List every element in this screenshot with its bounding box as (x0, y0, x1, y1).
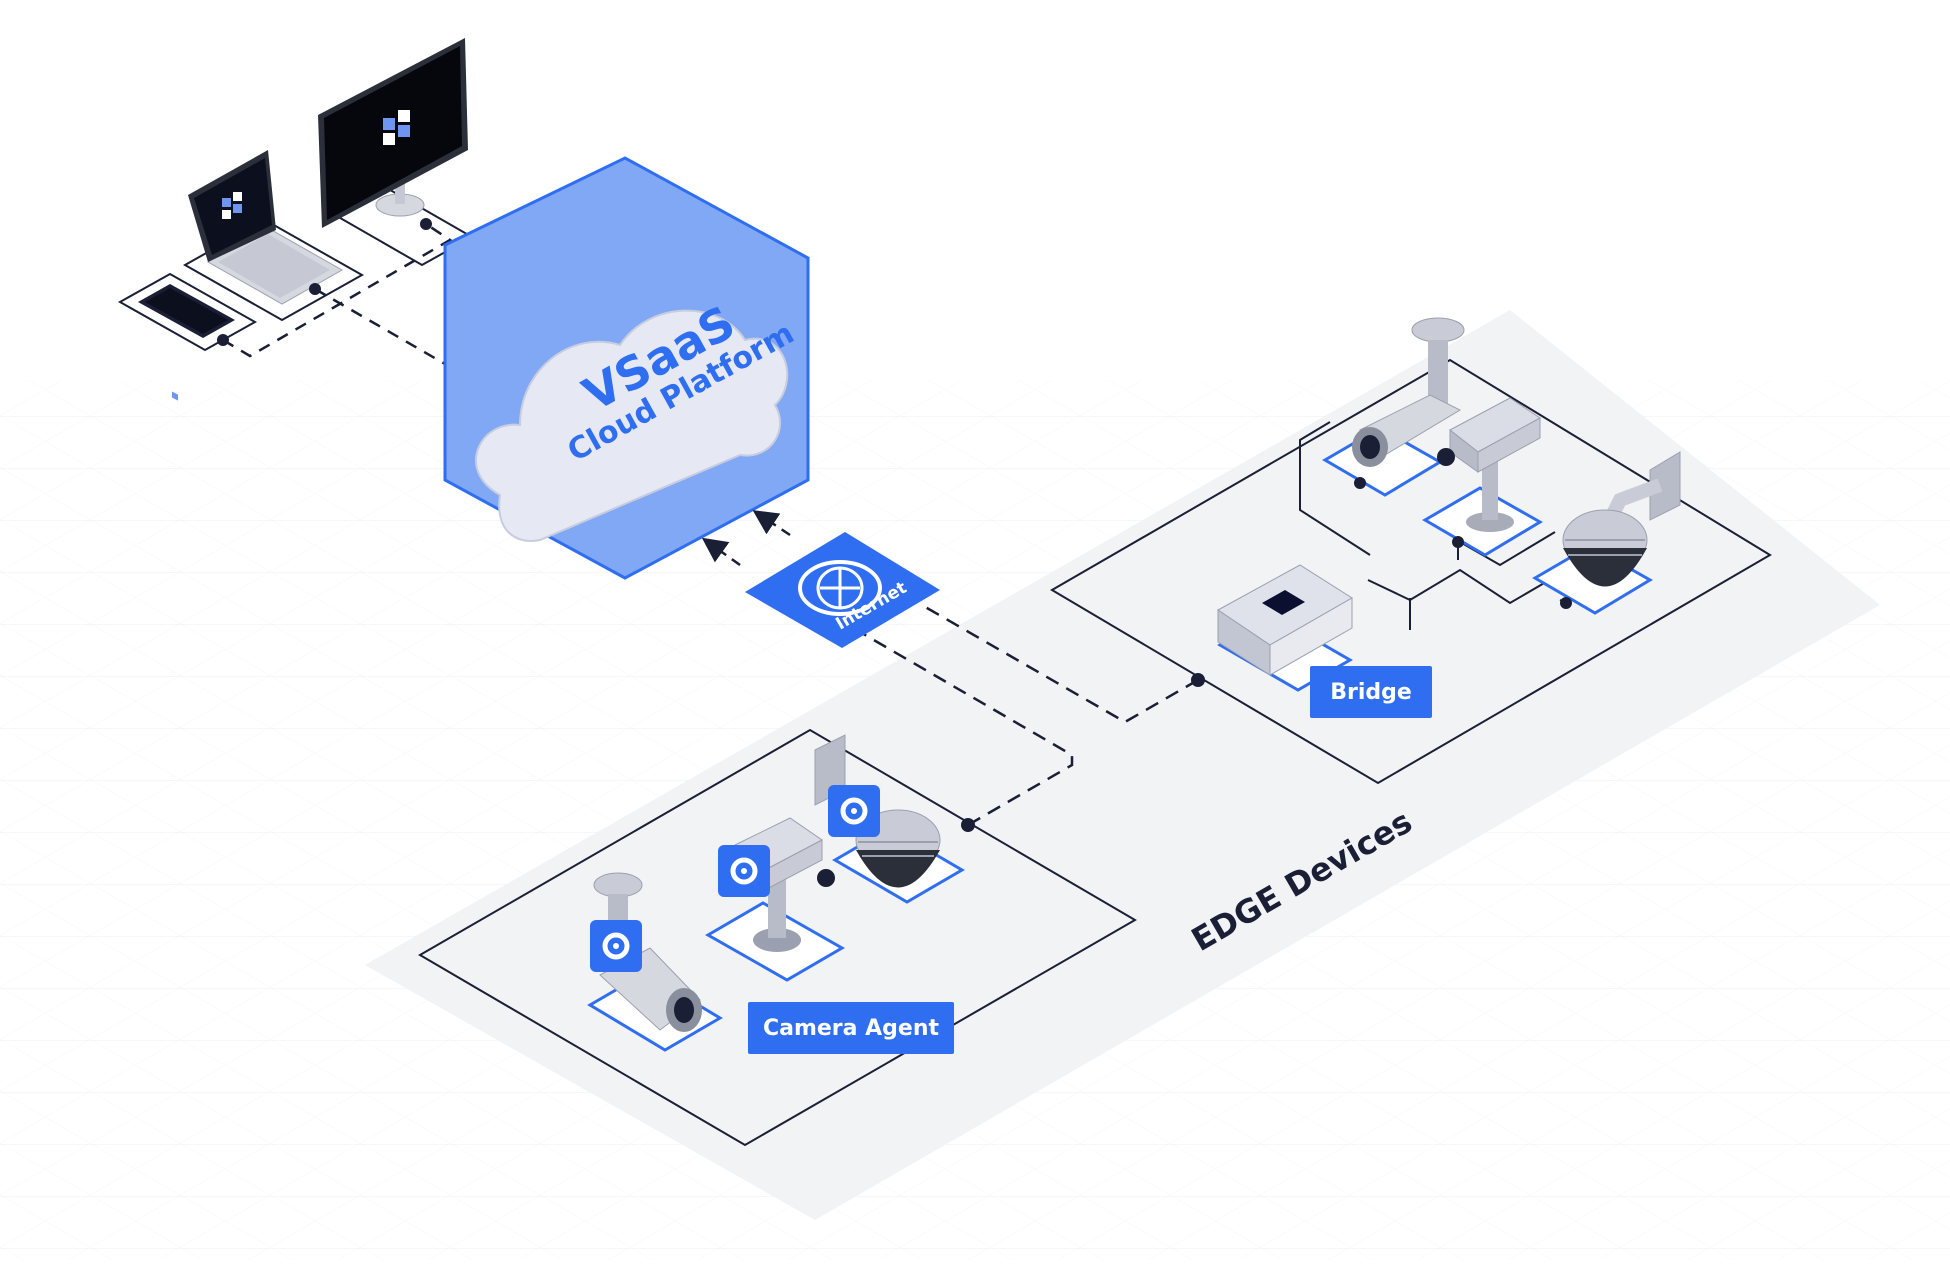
globe-icon (798, 560, 882, 616)
box-camera-icon (1437, 397, 1541, 532)
cloud-icon (475, 309, 789, 542)
camera-agent-zone (418, 728, 1137, 1147)
bridge-device-icon (1217, 564, 1353, 676)
internet-node: Internet (745, 532, 940, 648)
phone-icon (138, 284, 235, 401)
laptop-icon (188, 150, 344, 305)
camera-agent-network (587, 734, 965, 1052)
camera-agent-link (859, 630, 1074, 827)
clients-link (222, 222, 453, 366)
bullet-camera-icon (1352, 317, 1465, 467)
dome-camera-icon (1562, 451, 1681, 587)
bridge-zone (1050, 358, 1772, 785)
vsaas-cloud-platform: VSaaS Cloud Platform (443, 156, 810, 580)
gear-icon (590, 920, 642, 972)
bridge-link (919, 602, 1199, 724)
client-devices (117, 38, 475, 401)
monitor-icon (318, 38, 468, 228)
upload-arrows (701, 510, 791, 567)
gear-icon (828, 785, 880, 837)
camera-agent-label: Camera Agent (748, 1002, 954, 1054)
gear-icon (718, 845, 770, 897)
bridge-label: Bridge (1310, 666, 1432, 718)
